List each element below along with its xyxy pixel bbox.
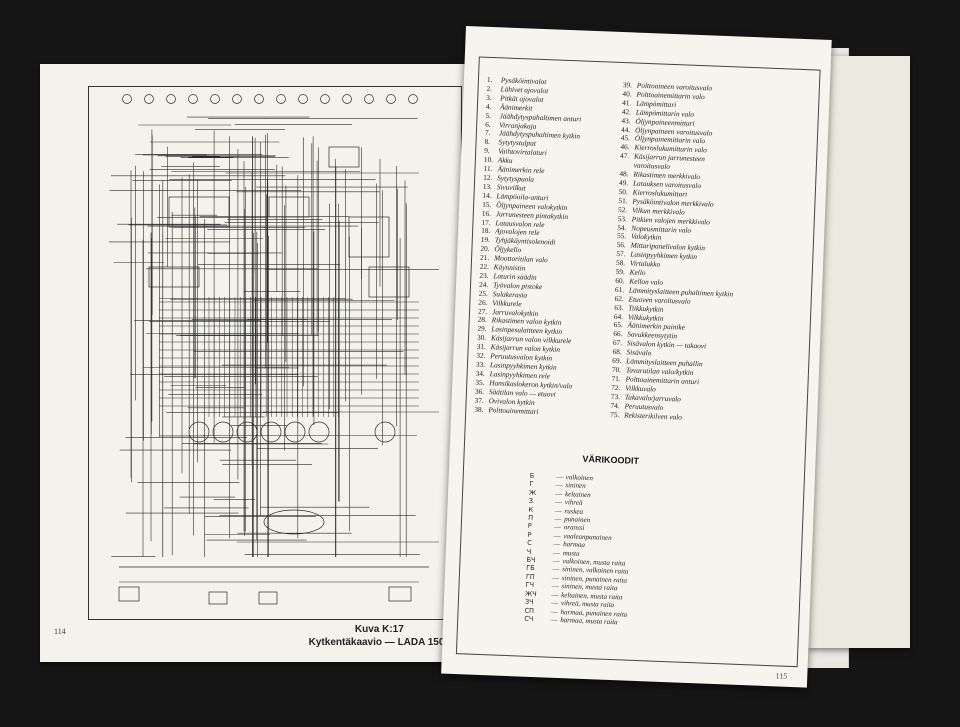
left-page-number: 114 xyxy=(54,627,66,636)
color-name: vihreä xyxy=(564,498,583,508)
color-dash: — xyxy=(553,523,561,532)
color-name: sininen xyxy=(565,481,586,491)
color-dash: — xyxy=(550,615,558,624)
color-name: ruskea xyxy=(564,506,584,516)
color-codes-heading: VÄRIKOODIT xyxy=(582,453,640,466)
left-page: Kuva K:17 Kytkentäkaavio — LADA 1500 114 xyxy=(40,64,472,662)
legend-number: 47. xyxy=(619,151,630,161)
right-page-number: 115 xyxy=(775,671,788,681)
color-name: musta xyxy=(562,548,580,558)
color-dash: — xyxy=(551,581,559,591)
color-name: harmaa xyxy=(563,540,586,550)
legend-number: 75. xyxy=(610,409,620,419)
legend-text: Polttoainemittari xyxy=(488,404,539,416)
figure-title: Kytkentäkaavio — LADA 1500 xyxy=(308,637,450,648)
wiring-diagram xyxy=(109,94,439,605)
color-dash: — xyxy=(552,556,560,566)
legend-number: 38. xyxy=(474,404,484,414)
legend-text: Rekisterikilven valo xyxy=(624,409,683,422)
diagram-caption: Kuva K:17 Kytkentäkaavio — LADA 1500 xyxy=(309,624,450,648)
color-dash: — xyxy=(555,472,563,482)
color-dash: — xyxy=(550,598,559,608)
color-name: harmaa, musta raita xyxy=(560,615,618,627)
figure-number: Kuva K:17 xyxy=(354,624,404,635)
color-dash: — xyxy=(550,607,558,616)
color-name: oranssi xyxy=(563,523,585,533)
color-dash: — xyxy=(553,514,562,524)
color-dash: — xyxy=(554,497,562,507)
color-code: СЧ xyxy=(524,614,534,623)
diagram-frame xyxy=(88,86,462,620)
color-dash: — xyxy=(553,539,561,549)
